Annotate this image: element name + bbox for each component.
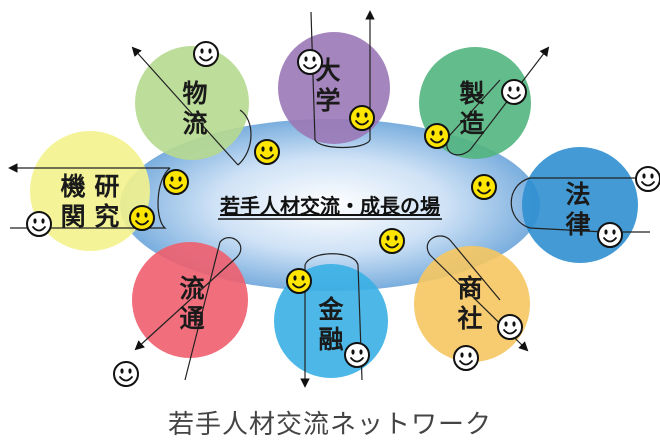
- node-label-kinyu-2: 融: [318, 325, 343, 354]
- loop-line: [237, 109, 252, 166]
- connection-lines: [8, 10, 650, 388]
- smiley-face-icon: [501, 79, 527, 105]
- smiley-face-icon: [163, 169, 189, 195]
- node-label-ryutsu-2: 通: [179, 304, 204, 333]
- loop-line: [184, 237, 242, 381]
- smiley-face-icon: [349, 105, 375, 131]
- smiley-face-icon: [635, 166, 660, 192]
- smiley-face-icon: [297, 49, 323, 75]
- smiley-face-icon: [424, 123, 450, 149]
- smiley-face-icon: [497, 314, 523, 340]
- center-label: 若手人材交流・成長の場: [219, 194, 440, 218]
- arrow-icon: [131, 46, 239, 166]
- smiley-face-icon: [597, 222, 623, 248]
- node-label-kinyu-1: 金: [317, 295, 344, 324]
- center-ellipse: [120, 119, 540, 291]
- node-label-seizo-1: 製: [458, 79, 484, 108]
- smileys-layer: [26, 41, 660, 387]
- smiley-face-icon: [113, 361, 139, 387]
- smiley-face-icon: [26, 211, 52, 237]
- line: [310, 11, 371, 149]
- smiley-face-icon: [193, 41, 219, 67]
- smiley-face-icon: [471, 174, 497, 200]
- smiley-face-icon: [453, 345, 479, 371]
- diagram-canvas: 若手人材交流・成長の場 物 流 大 学 製 造 法 律 商 社 金 融 流 通 …: [8, 10, 660, 388]
- node-circle-butsuryu: [135, 46, 249, 160]
- node-label-seizo-2: 造: [459, 109, 484, 138]
- line: [10, 167, 171, 229]
- node-labels: 物 流 大 学 製 造 法 律 商 社 金 融 流 通 機 研 関 究: [61, 56, 591, 354]
- loop-line: [446, 79, 501, 156]
- node-label-horitsu-1: 法: [565, 180, 590, 209]
- node-label-shosha-2: 社: [457, 304, 482, 333]
- smiley-face-icon: [344, 342, 370, 368]
- loop-line: [426, 235, 501, 301]
- node-label-daigaku-2: 学: [315, 86, 340, 115]
- node-label-kenkyu-2: 関 究: [61, 202, 120, 231]
- node-label-horitsu-2: 律: [565, 210, 590, 239]
- smiley-face-icon: [286, 268, 312, 294]
- node-label-ryutsu-1: 流: [179, 274, 204, 303]
- node-label-shosha-1: 商: [457, 274, 482, 303]
- smiley-face-icon: [254, 139, 280, 165]
- node-label-butsuryu-2: 流: [182, 109, 207, 138]
- caption: 若手人材交流ネットワーク: [167, 410, 492, 440]
- node-circle-kenkyu: [30, 131, 150, 251]
- line: [510, 177, 650, 233]
- node-label-butsuryu-1: 物: [182, 79, 207, 108]
- arrow-icon: [134, 257, 237, 351]
- smiley-face-icon: [129, 205, 155, 231]
- smiley-face-icon: [379, 228, 405, 254]
- line: [304, 253, 363, 381]
- nodes-layer: [30, 32, 638, 378]
- node-label-kenkyu-1: 機 研: [61, 172, 120, 201]
